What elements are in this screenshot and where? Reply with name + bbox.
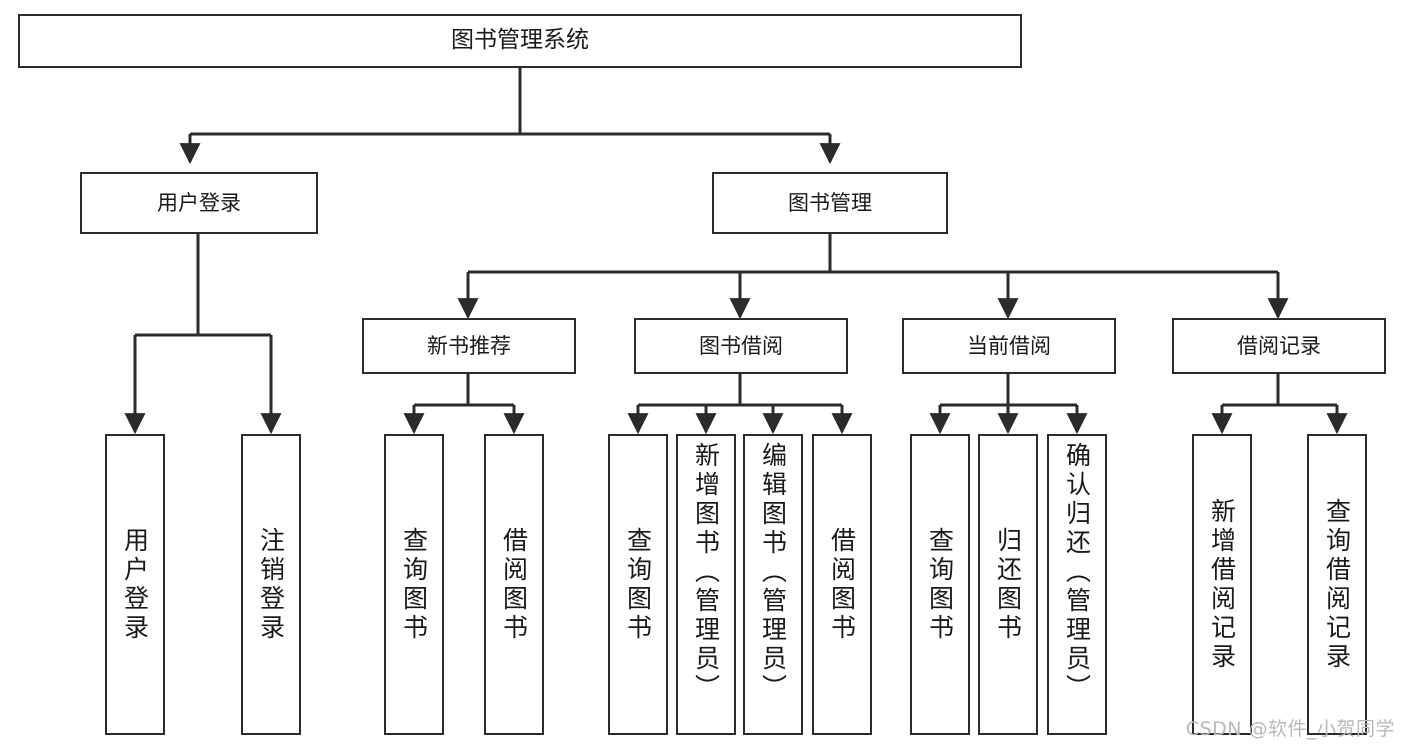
leaf-recommend-query-book[interactable]: 查询图书 xyxy=(384,434,444,735)
node-book-borrow[interactable]: 图书借阅 xyxy=(634,318,848,374)
node-label: 查询图书 xyxy=(399,526,429,643)
node-label: 用户登录 xyxy=(120,526,150,643)
node-label: 新增借阅记录 xyxy=(1207,497,1237,672)
leaf-borrow-borrow-book[interactable]: 借阅图书 xyxy=(812,434,872,735)
node-label: 图书管理 xyxy=(788,190,872,215)
leaf-record-query-record[interactable]: 查询借阅记录 xyxy=(1307,434,1367,735)
node-borrow-record[interactable]: 借阅记录 xyxy=(1172,318,1386,374)
node-label: 借阅记录 xyxy=(1237,333,1321,358)
watermark-text: CSDN @软件_小贺同学 xyxy=(1185,718,1395,740)
node-label: 归还图书 xyxy=(993,526,1023,643)
node-label: 图书借阅 xyxy=(699,333,783,358)
leaf-user-login-login[interactable]: 用户登录 xyxy=(105,434,165,735)
leaf-borrow-edit-book-admin[interactable]: 编辑图书（管理员） xyxy=(743,434,803,735)
node-user-login[interactable]: 用户登录 xyxy=(80,172,318,234)
node-label: 查询图书 xyxy=(925,526,955,643)
leaf-record-add-record[interactable]: 新增借阅记录 xyxy=(1192,434,1252,735)
node-label: 注销登录 xyxy=(256,526,286,643)
node-label: 新增图书（管理员） xyxy=(691,442,721,703)
leaf-current-return-book[interactable]: 归还图书 xyxy=(978,434,1038,735)
node-root-system[interactable]: 图书管理系统 xyxy=(18,14,1022,68)
node-label: 当前借阅 xyxy=(967,333,1051,358)
node-label: 确认归还（管理员） xyxy=(1062,442,1092,703)
leaf-user-login-logout[interactable]: 注销登录 xyxy=(241,434,301,735)
leaf-borrow-query-book[interactable]: 查询图书 xyxy=(608,434,668,735)
node-new-book-recommend[interactable]: 新书推荐 xyxy=(362,318,576,374)
node-current-borrow[interactable]: 当前借阅 xyxy=(902,318,1116,374)
leaf-borrow-add-book-admin[interactable]: 新增图书（管理员） xyxy=(676,434,736,735)
node-label: 用户登录 xyxy=(157,190,241,215)
node-label: 编辑图书（管理员） xyxy=(758,442,788,703)
leaf-current-confirm-return-admin[interactable]: 确认归还（管理员） xyxy=(1047,434,1107,735)
node-book-management[interactable]: 图书管理 xyxy=(712,172,948,234)
node-label: 新书推荐 xyxy=(427,333,511,358)
leaf-recommend-borrow-book[interactable]: 借阅图书 xyxy=(484,434,544,735)
node-label: 查询借阅记录 xyxy=(1322,497,1352,672)
node-label: 查询图书 xyxy=(623,526,653,643)
node-label: 借阅图书 xyxy=(499,526,529,643)
leaf-current-query-book[interactable]: 查询图书 xyxy=(910,434,970,735)
node-label: 图书管理系统 xyxy=(451,27,589,54)
node-label: 借阅图书 xyxy=(827,526,857,643)
